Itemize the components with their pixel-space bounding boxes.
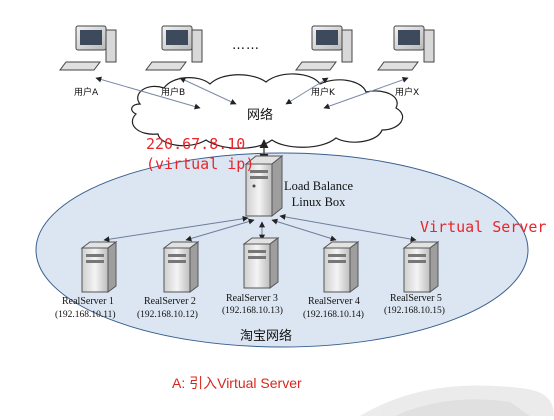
load-balancer-line1: Load Balance: [284, 179, 354, 193]
real-server-2-ip: (192.168.10.12): [137, 310, 198, 320]
virtual-ip-note: (virtual ip): [146, 155, 255, 173]
real-server-5-icon: [402, 241, 440, 293]
load-balancer-label: Load Balance Linux Box: [284, 178, 353, 210]
clients-ellipsis: ……: [232, 38, 260, 53]
taobao-network-ellipse: [35, 152, 529, 348]
client-computer-a-icon: [59, 25, 117, 71]
real-server-1-name: RealServer 1: [62, 296, 114, 307]
client-label-k: 用户K: [311, 88, 335, 98]
network-label: 网络: [247, 108, 274, 123]
lb-server-links: [103, 213, 417, 243]
real-server-2-name: RealServer 2: [144, 296, 196, 307]
client-computer-k-icon: [295, 25, 353, 71]
real-server-2-icon: [162, 241, 200, 293]
client-computer-x-icon: [377, 25, 435, 71]
load-balancer-line2: Linux Box: [291, 195, 346, 209]
real-server-1-ip: (192.168.10.11): [55, 310, 116, 320]
real-server-4-ip: (192.168.10.14): [303, 310, 364, 320]
load-balancer-server-icon: [244, 154, 284, 218]
client-links: [95, 76, 409, 110]
real-server-5-name: RealServer 5: [390, 293, 442, 304]
virtual-ip-address: 220.67.8.10: [146, 135, 246, 153]
real-server-1-icon: [80, 241, 118, 293]
real-server-4-icon: [322, 241, 360, 293]
real-server-5-ip: (192.168.10.15): [384, 306, 445, 316]
taobao-network-label: 淘宝网络: [240, 329, 293, 344]
client-label-a: 用户A: [74, 88, 99, 98]
real-server-4-name: RealServer 4: [308, 296, 360, 307]
client-computer-b-icon: [145, 25, 203, 71]
real-server-3-ip: (192.168.10.13): [222, 306, 283, 316]
real-server-3-icon: [242, 237, 280, 289]
client-label-x: 用户X: [395, 88, 420, 98]
background-watermark: [360, 385, 554, 416]
virtual-server-label: Virtual Server: [420, 218, 547, 236]
slide-caption: A: 引入Virtual Server: [172, 375, 302, 391]
client-label-b: 用户B: [161, 88, 186, 98]
real-server-3-name: RealServer 3: [226, 293, 278, 304]
